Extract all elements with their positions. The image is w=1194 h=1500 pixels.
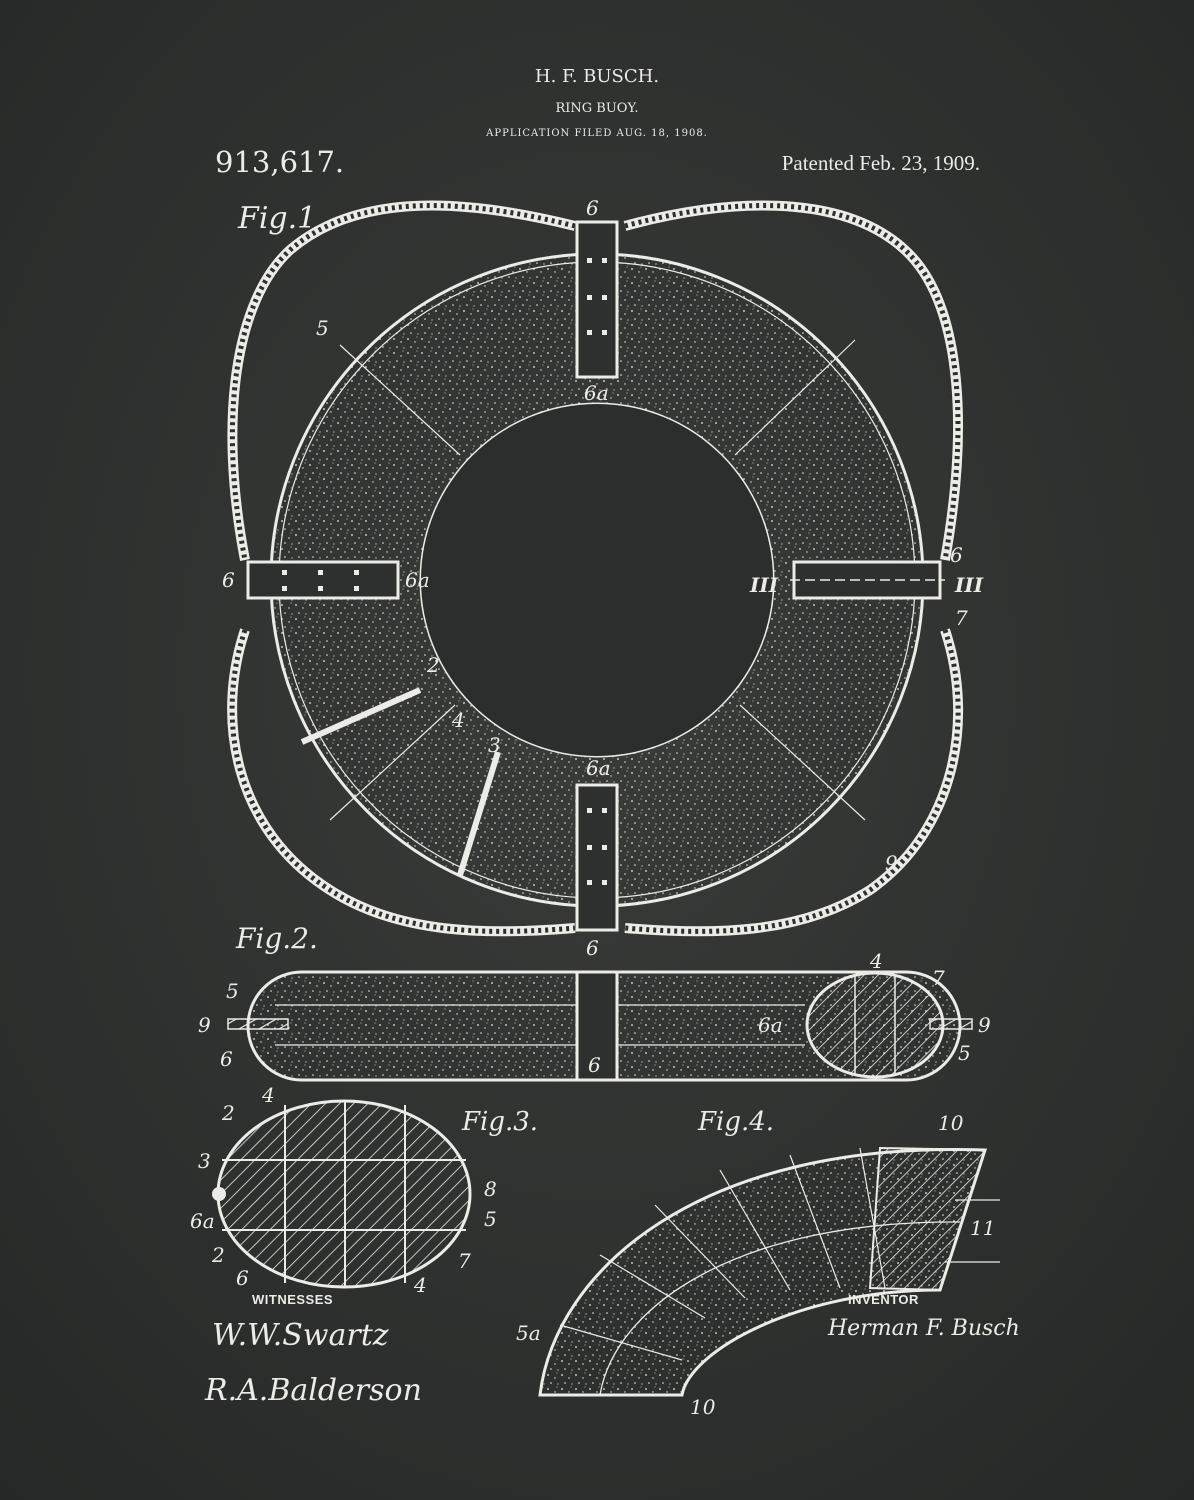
ref-4: 4	[451, 708, 465, 732]
fig4-ref-10-bottom: 10	[690, 1395, 716, 1419]
ref-6-top: 6	[586, 196, 599, 220]
witness-signature-1: W.W.Swartz	[212, 1318, 389, 1353]
fig3-ref-5: 5	[484, 1207, 497, 1231]
figure-4-label: Fig.4.	[697, 1107, 774, 1137]
header-application-filed: APPLICATION FILED AUG. 18, 1908.	[485, 128, 708, 139]
figure-4-reference-numerals: 10 11 5a 10	[516, 1111, 995, 1419]
figure-4-arc-segment: Fig.4. 10 11 5a 10	[516, 1107, 1000, 1419]
ring-hole	[421, 404, 773, 756]
fig3-ref-4-top: 4	[261, 1083, 275, 1107]
fig3-ref-7: 7	[458, 1249, 471, 1273]
figure-1-ring-buoy: Fig.1.	[222, 196, 984, 960]
figure-2-label: Fig.2.	[235, 922, 318, 955]
inventor-signature: Herman F. Busch	[827, 1316, 1020, 1341]
header-title: RING BUOY.	[555, 101, 638, 116]
fig3-ref-6: 6	[236, 1266, 249, 1290]
fig3-ref-2-bottom: 2	[211, 1243, 225, 1267]
figure-2-reference-numerals: 4 7 5 9 6 6a 9 5 6	[198, 949, 991, 1077]
inventor-label: INVENTOR	[848, 1292, 919, 1307]
arc-segment-cut-face	[868, 1146, 987, 1292]
figure-3-cross-section: Fig.3. 4 2 3 6a 2 6 4 7 8 5	[190, 1083, 538, 1297]
ref-6-left: 6	[222, 568, 235, 592]
fig2-ref-4: 4	[869, 949, 883, 973]
ref-9: 9	[885, 851, 898, 875]
witness-signature-2: R.A.Balderson	[204, 1373, 422, 1408]
fig2-ref-5-left: 5	[226, 979, 239, 1003]
side-view-cross-section	[805, 971, 945, 1079]
fig2-ref-7: 7	[932, 966, 945, 990]
ref-7: 7	[955, 606, 968, 630]
fig2-ref-6-left: 6	[220, 1047, 233, 1071]
strap-left	[246, 560, 400, 600]
segment-lines	[329, 339, 866, 821]
ref-section-iii-right: III	[954, 573, 984, 597]
header-inventor-name: H. F. BUSCH.	[535, 66, 659, 87]
grab-rope-twist	[229, 203, 961, 934]
fig3-ref-6a: 6a	[190, 1209, 215, 1233]
side-view-strap	[575, 970, 619, 1082]
figure-1-reference-numerals: 6 6a 5 6 6a III III 6 7 2 4 3 6a 9 6	[222, 196, 984, 960]
cut-seams	[300, 687, 501, 876]
fig4-ref-11: 11	[970, 1216, 995, 1240]
fig3-ref-2-top: 2	[221, 1101, 235, 1125]
ref-6a-top: 6a	[584, 381, 609, 405]
ref-2: 2	[426, 653, 440, 677]
strap-right	[790, 560, 945, 600]
fig4-ref-5a: 5a	[516, 1321, 541, 1345]
ref-6a-bottom: 6a	[586, 756, 611, 780]
patented-date: Patented Feb. 23, 1909.	[782, 151, 980, 175]
fig3-ref-4-bottom: 4	[413, 1273, 427, 1297]
side-view-rope-left	[227, 1018, 289, 1030]
figure-2-side-view: Fig.2. 4 7 5 9 6 6a 9 5 6	[198, 922, 991, 1082]
fig3-ref-3: 3	[198, 1149, 211, 1173]
fig2-ref-9-right: 9	[978, 1013, 991, 1037]
ref-6-right: 6	[950, 543, 963, 567]
witnesses-label: WITNESSES	[252, 1292, 333, 1307]
ref-3: 3	[488, 733, 501, 757]
ref-5: 5	[316, 316, 329, 340]
fig2-ref-6-strap: 6	[588, 1053, 601, 1077]
strap-top	[575, 220, 619, 379]
ref-section-iii-left: III	[749, 573, 779, 597]
fig4-ref-10-top: 10	[938, 1111, 964, 1135]
fig2-ref-9-left: 9	[198, 1013, 211, 1037]
patent-number: 913,617.	[215, 145, 344, 179]
fig2-ref-5-right: 5	[958, 1041, 971, 1065]
ref-6-bottom: 6	[586, 936, 599, 960]
figure-3-reference-numerals: 4 2 3 6a 2 6 4 7 8 5	[190, 1083, 497, 1297]
ref-6a-left: 6a	[405, 568, 430, 592]
strap-bottom	[575, 783, 619, 932]
fig2-ref-6a: 6a	[758, 1013, 783, 1037]
figure-3-label: Fig.3.	[461, 1107, 538, 1137]
fig3-ref-8: 8	[484, 1177, 497, 1201]
